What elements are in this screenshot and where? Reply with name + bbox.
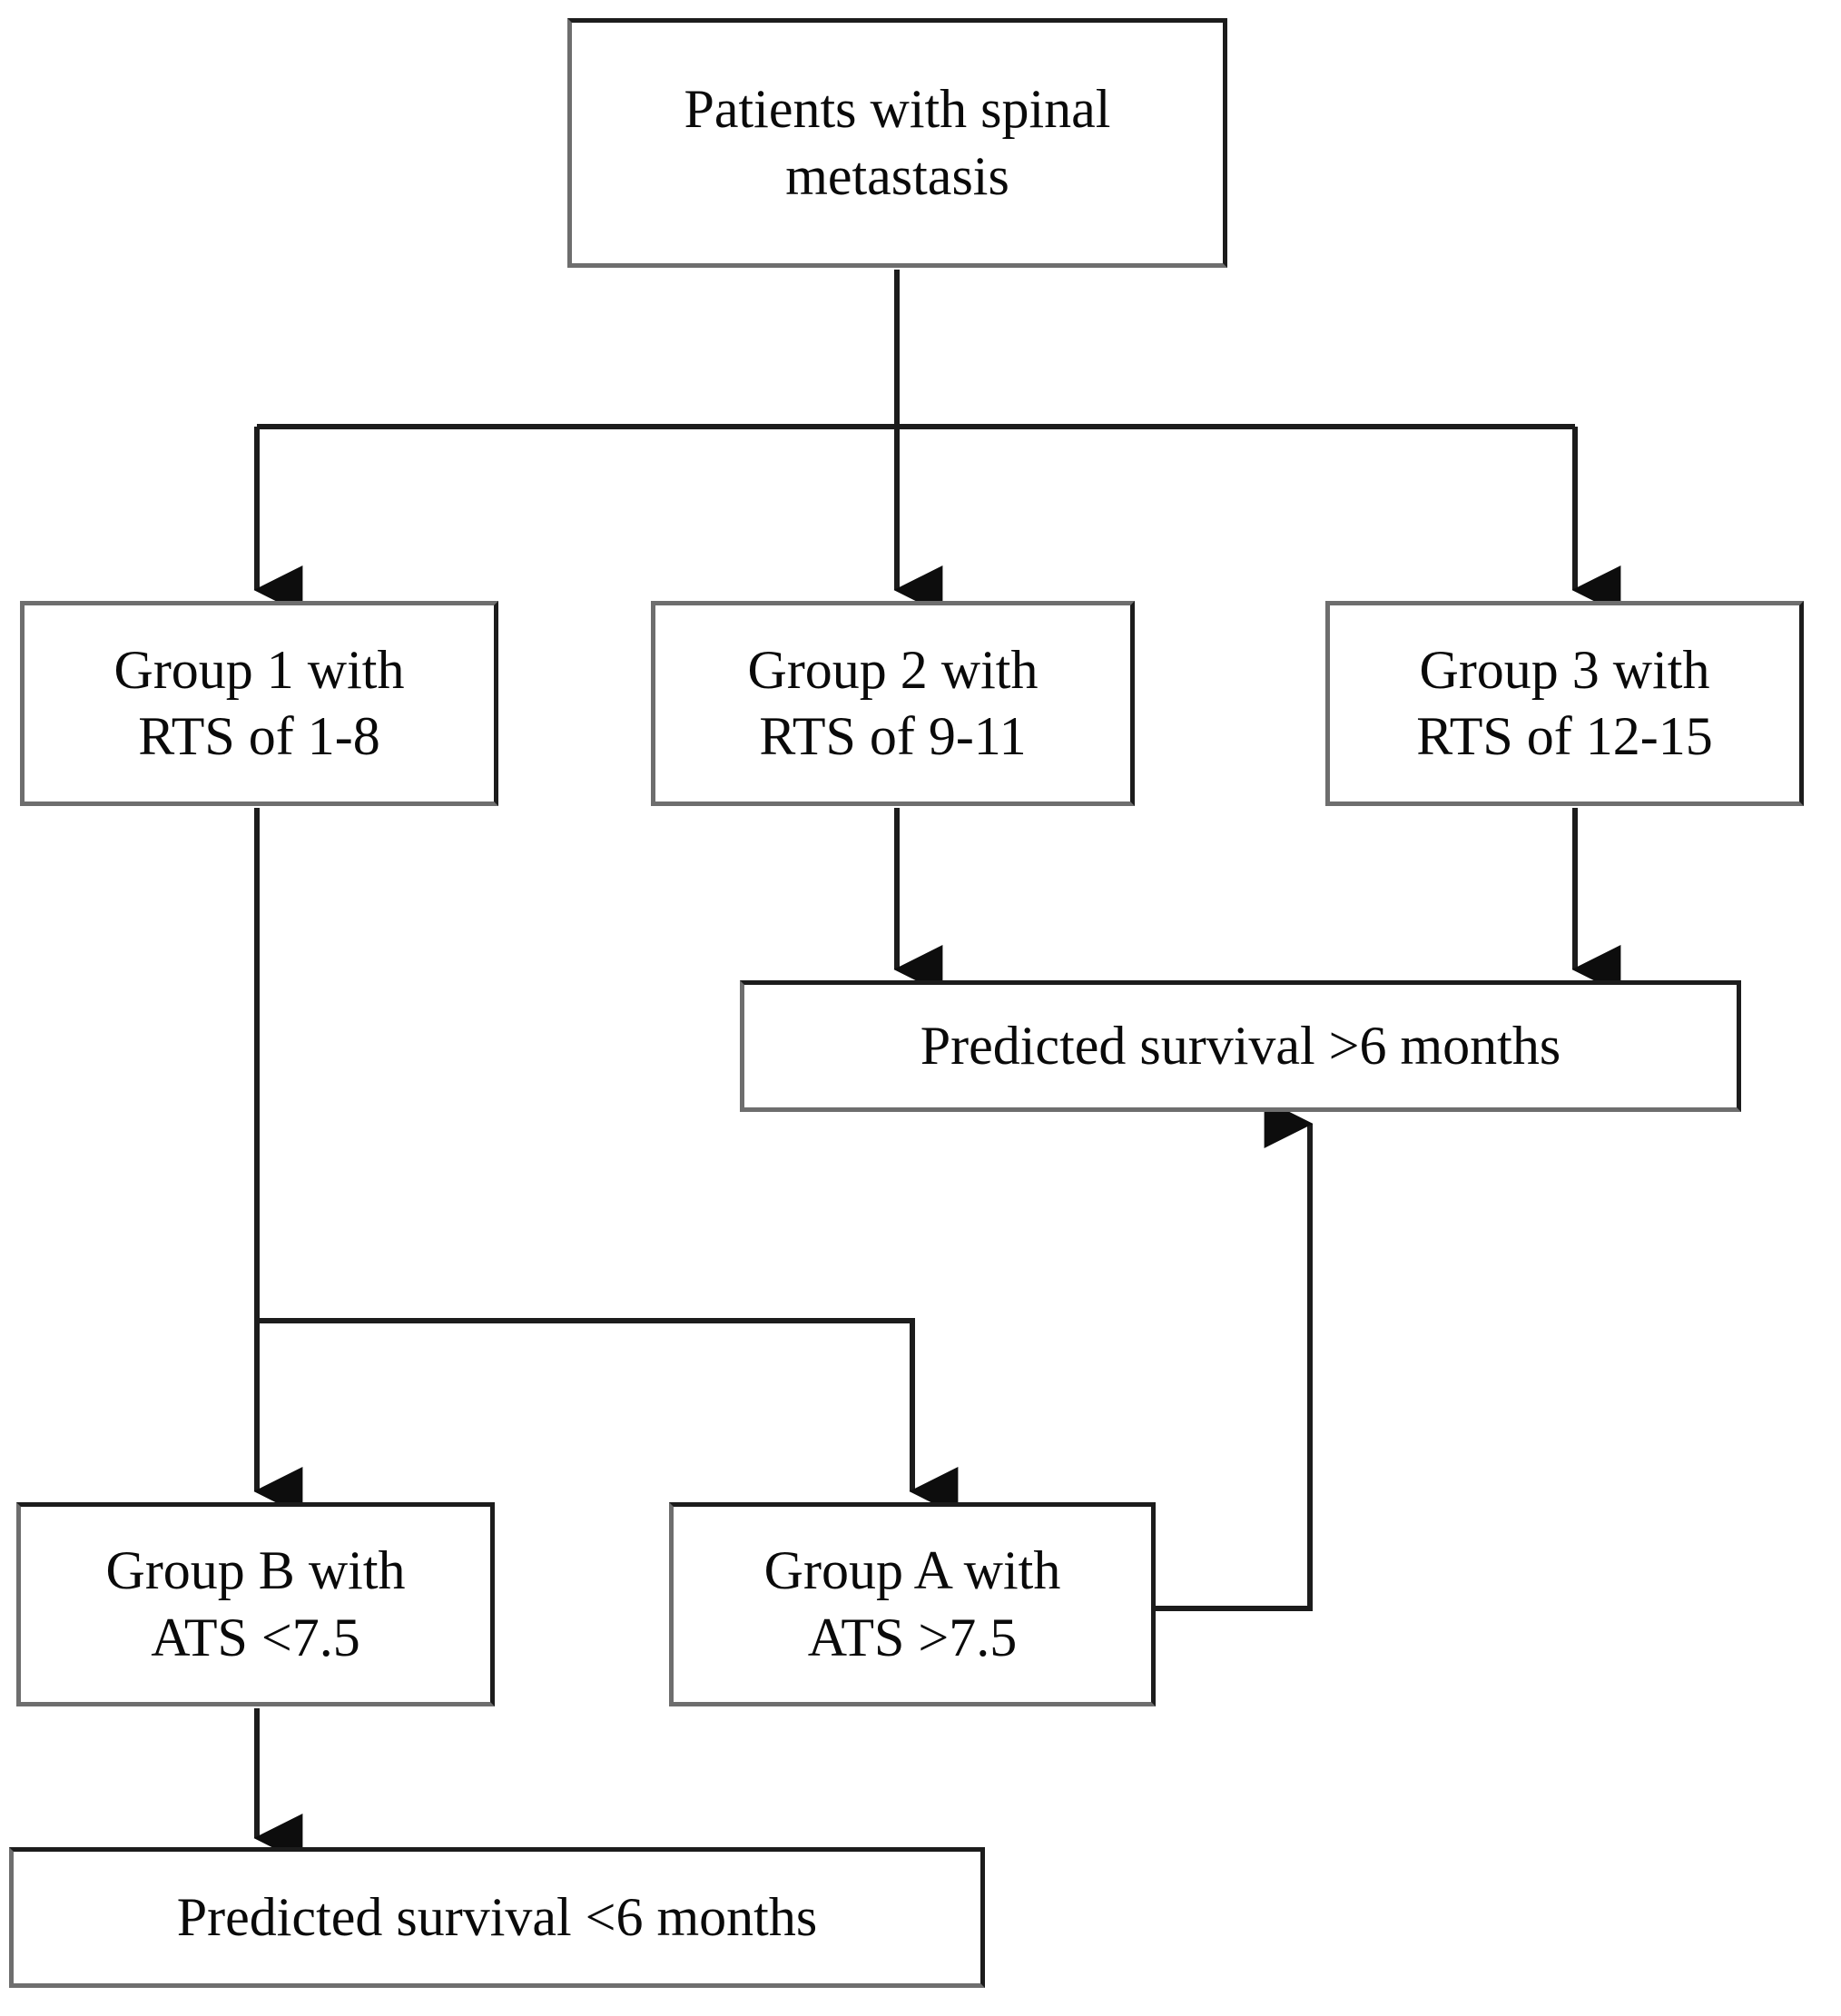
node-predicted-survival-greater-6-months[interactable]: Predicted survival >6 months xyxy=(740,980,1741,1112)
edge-groupa-to-survival-gt xyxy=(1156,1099,1314,1611)
node-predicted-survival-less-6-months-label: Predicted survival <6 months xyxy=(176,1886,818,1947)
edge-group1-to-groupa xyxy=(257,1318,959,1516)
node-predicted-survival-less-6-months[interactable]: Predicted survival <6 months xyxy=(9,1847,985,1988)
node-predicted-survival-greater-6-months-label: Predicted survival >6 months xyxy=(920,1015,1561,1076)
